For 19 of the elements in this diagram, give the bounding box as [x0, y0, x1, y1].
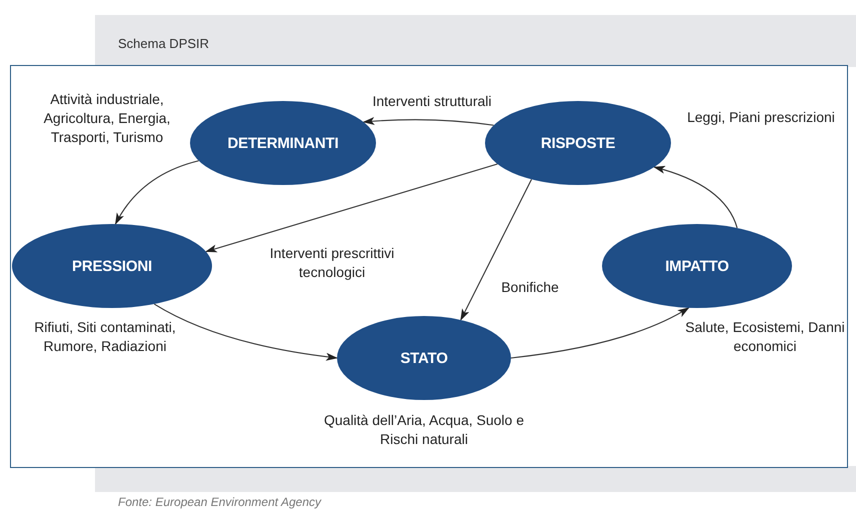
- arrow: [205, 163, 498, 252]
- node-label: IMPATTO: [665, 258, 729, 274]
- arrow: [115, 160, 199, 225]
- arrow: [653, 166, 738, 228]
- node-label: DETERMINANTI: [228, 134, 338, 152]
- arrow: [362, 117, 494, 126]
- description-text: Leggi, Piani prescrizioni: [686, 108, 836, 127]
- description-text: Qualità dell’Aria, Acqua, Suolo e Rischi naturali: [322, 411, 525, 449]
- description-text: Rifiuti, Siti contaminati, Rumore, Radiazioni: [33, 318, 177, 356]
- arrow: [460, 179, 532, 321]
- arrow: [510, 307, 690, 359]
- description-text: Salute, Ecosistemi, Danni economici: [684, 318, 846, 356]
- diagram-title: Schema DPSIR: [118, 36, 210, 51]
- node-label: STATO: [400, 350, 448, 366]
- node-label: RISPOSTE: [540, 134, 616, 152]
- description-text: Attività industriale, Agricoltura, Energia, Trasporti, Turismo: [42, 90, 172, 147]
- arrow: [154, 304, 338, 361]
- node-label: PRESSIONI: [72, 258, 152, 274]
- source-caption: Fonte: European Environment Agency: [118, 495, 322, 509]
